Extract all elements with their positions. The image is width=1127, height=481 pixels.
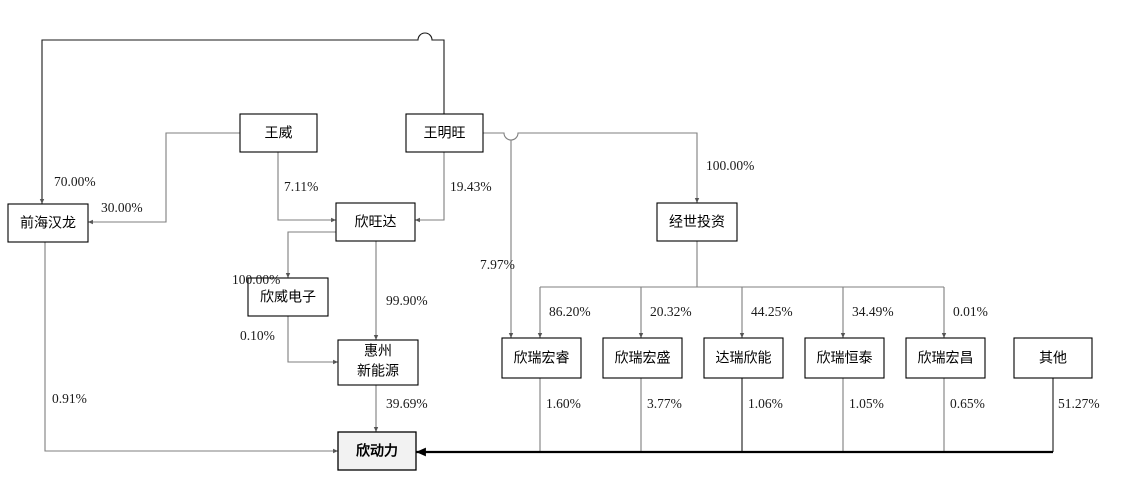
node-label-huizhou-line2: 新能源 [357,363,399,379]
edge-path-xinwangda-xinwei [285,231,336,278]
node-label-xinruihongrui: 欣瑞宏睿 [514,350,570,366]
node-label-jingshitouzi: 经世投资 [669,214,725,230]
edge-label-106: 1.06% [748,396,783,411]
edge-label-797: 7.97% [480,257,515,272]
edge-label-9990: 99.90% [386,293,428,308]
edge-path-xinwei-huizhou [287,316,338,365]
edge-path-wangwei-xinwangda [277,152,336,223]
edge-label-100-js: 100.00% [706,158,754,173]
edge-label-30: 30.00% [101,200,143,215]
node-label-daruixinneng: 达瑞欣能 [716,350,772,366]
node-box-xinruihengtai[interactable] [804,337,885,379]
node-qianhai[interactable]: 前海汉龙 [7,203,89,243]
node-label-wangmingwang: 王明旺 [424,125,466,141]
node-box-jingshitouzi[interactable] [656,202,738,242]
edge-label-5127: 51.27% [1058,396,1100,411]
edge-label-3449: 34.49% [852,304,894,319]
node-jingshitouzi[interactable]: 经世投资 [656,202,738,242]
edge-path-wangmw-xinwangda [415,152,445,223]
node-label-xindongli: 欣动力 [356,443,398,459]
node-label-qita: 其他 [1039,350,1067,366]
edge-path-wangwei-qianhai [88,132,240,225]
node-box-xinruihongchang[interactable] [905,337,986,379]
node-box-xindongli[interactable] [337,431,417,471]
edge-label-065: 0.65% [950,396,985,411]
edge-label-001: 0.01% [953,304,988,319]
node-xinruihengtai[interactable]: 欣瑞恒泰 [804,337,885,379]
edge-paths [39,32,1054,457]
edge-label-160: 1.60% [546,396,581,411]
edge-label-4425: 44.25% [751,304,793,319]
edge-label-3969: 39.69% [386,396,428,411]
edge-label-105: 1.05% [849,396,884,411]
edge-label-377: 3.77% [647,396,682,411]
node-label-qianhai: 前海汉龙 [20,215,76,231]
node-wangwei[interactable]: 王威 [239,113,318,153]
node-box-wangmingwang[interactable] [405,113,484,153]
edge-label-70: 70.00% [54,174,96,189]
node-box-wangwei[interactable] [239,113,318,153]
node-label-huizhou-line1: 惠州 [364,343,392,359]
node-box-xinruihongsheng[interactable] [602,337,683,379]
node-label-xinweidianzi: 欣威电子 [260,289,316,305]
edge-label-711: 7.11% [284,179,318,194]
node-xinruihongsheng[interactable]: 欣瑞宏盛 [602,337,683,379]
node-xinweidianzi[interactable]: 欣威电子 [247,277,329,317]
node-label-xinruihongchang: 欣瑞宏昌 [918,350,974,366]
node-qita[interactable]: 其他 [1013,337,1093,379]
node-xinruihongrui[interactable]: 欣瑞宏睿 [501,337,582,379]
edge-path-wangmw-qianhai [39,32,445,204]
node-box-xinruihongrui[interactable] [501,337,582,379]
node-box-huizhou[interactable] [337,339,419,386]
node-label-wangwei: 王威 [265,125,293,141]
node-box-qianhai[interactable] [7,203,89,243]
node-xinruihongchang[interactable]: 欣瑞宏昌 [905,337,986,379]
edge-bus-jingshi [540,241,944,288]
node-box-xinweidianzi[interactable] [247,277,329,317]
node-xinwangda[interactable]: 欣旺达 [335,202,416,242]
edge-label-2032: 20.32% [650,304,692,319]
edge-label-100-xw: 100.00% [232,272,280,287]
edge-label-1943: 19.43% [450,179,492,194]
node-box-daruixinneng[interactable] [703,337,784,379]
edge-labels-layer: 70.00% 30.00% 7.11% 19.43% 100.00% 99.90… [52,158,1100,411]
node-box-xinwangda[interactable] [335,202,416,242]
edge-path-qianhai-xindongli [44,242,338,454]
node-wangmingwang[interactable]: 王明旺 [405,113,484,153]
edge-label-010: 0.10% [240,328,275,343]
node-label-xinruihongsheng: 欣瑞宏盛 [615,350,671,366]
node-daruixinneng[interactable]: 达瑞欣能 [703,337,784,379]
node-xindongli[interactable]: 欣动力 [337,431,417,471]
edge-label-091: 0.91% [52,391,87,406]
edge-path-wangmw-jingshi [483,132,700,203]
edge-label-8620: 86.20% [549,304,591,319]
node-huizhou-xinnengyuan[interactable]: 惠州 新能源 [337,339,419,386]
node-label-xinruihengtai: 欣瑞恒泰 [817,350,873,366]
node-box-qita[interactable] [1013,337,1093,379]
node-label-xinwangda: 欣旺达 [355,214,397,230]
nodes-layer: 前海汉龙 王威 王明旺 欣旺达 欣威电子 惠州 新能源 [7,113,1093,471]
